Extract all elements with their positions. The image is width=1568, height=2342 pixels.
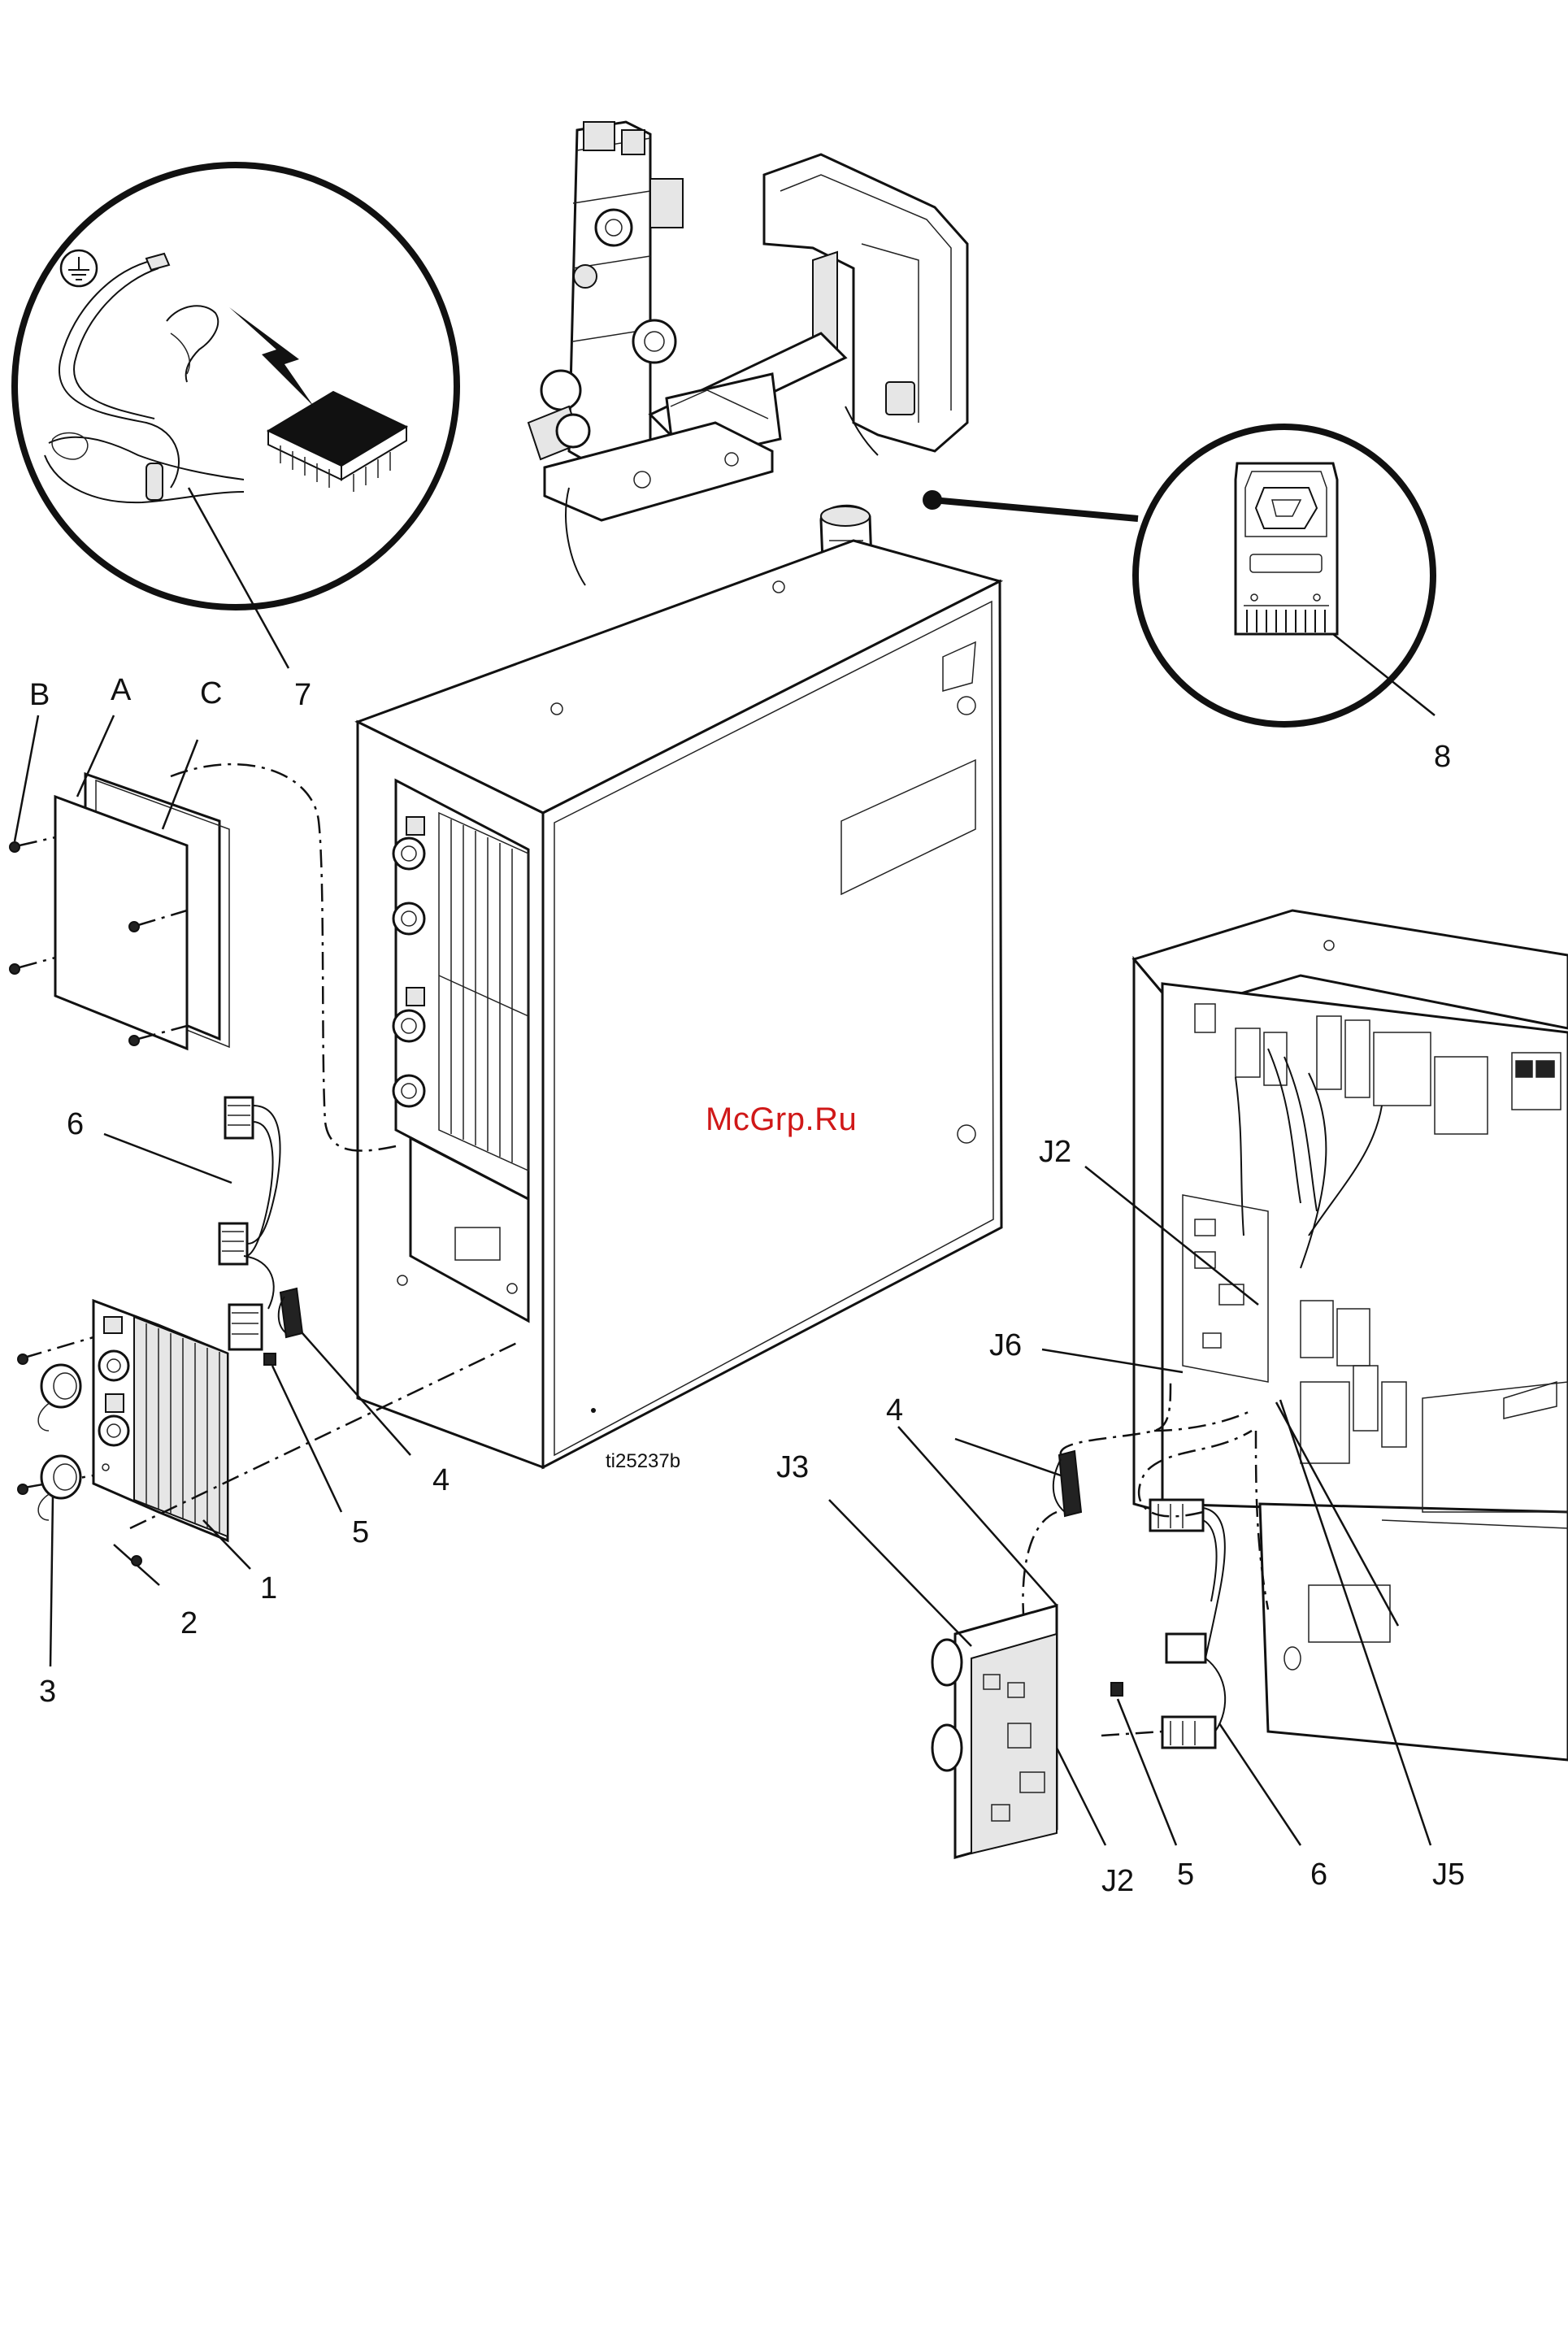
leader-4-right <box>955 1439 1061 1475</box>
callout-c: C <box>200 678 222 709</box>
callout-j6: J6 <box>989 1330 1022 1361</box>
leader-j2-bottom <box>1057 1748 1105 1845</box>
callout-j5: J5 <box>1432 1859 1465 1890</box>
callout-4-right: 4 <box>886 1395 903 1426</box>
tag-location-dot <box>923 490 942 510</box>
watermark: McGrp.Ru <box>706 1101 857 1138</box>
callout-5-right: 5 <box>1177 1859 1194 1890</box>
callout-a: A <box>111 675 131 706</box>
open-cabinet <box>1134 910 1568 1760</box>
callout-7: 7 <box>294 680 311 710</box>
esd-detail-circle <box>15 165 457 607</box>
leader-6-left <box>104 1134 232 1183</box>
leader-6-right <box>1219 1723 1301 1845</box>
left-harness-assembly <box>219 1097 302 1365</box>
callout-8: 8 <box>1434 741 1451 772</box>
tag-detail-circle <box>1136 427 1433 724</box>
callout-4-left: 4 <box>432 1465 450 1496</box>
gun-valve-assembly <box>528 122 967 585</box>
callout-b: B <box>29 680 50 710</box>
callout-6-right: 6 <box>1310 1859 1327 1890</box>
figure-id: ti25237b <box>606 1450 680 1473</box>
callout-j2-bottom: J2 <box>1101 1866 1134 1897</box>
leader-3 <box>50 1496 53 1666</box>
callout-6-left: 6 <box>67 1109 84 1140</box>
callout-5-left: 5 <box>352 1517 369 1548</box>
callout-2: 2 <box>180 1608 198 1639</box>
callout-j3: J3 <box>776 1452 809 1483</box>
leader-5-left <box>272 1366 341 1512</box>
callout-1: 1 <box>260 1573 277 1604</box>
callout-3: 3 <box>39 1676 56 1707</box>
control-module-left <box>93 1301 228 1540</box>
connector-caps <box>38 1365 80 1520</box>
leader-b <box>15 715 38 841</box>
cover-plate-assembly <box>10 774 229 1049</box>
leader-j3 <box>829 1500 971 1646</box>
control-module-right <box>932 1606 1123 1858</box>
main-enclosure <box>358 541 1001 1467</box>
tag-connector-line <box>932 500 1138 519</box>
callout-j2-top: J2 <box>1039 1136 1071 1167</box>
